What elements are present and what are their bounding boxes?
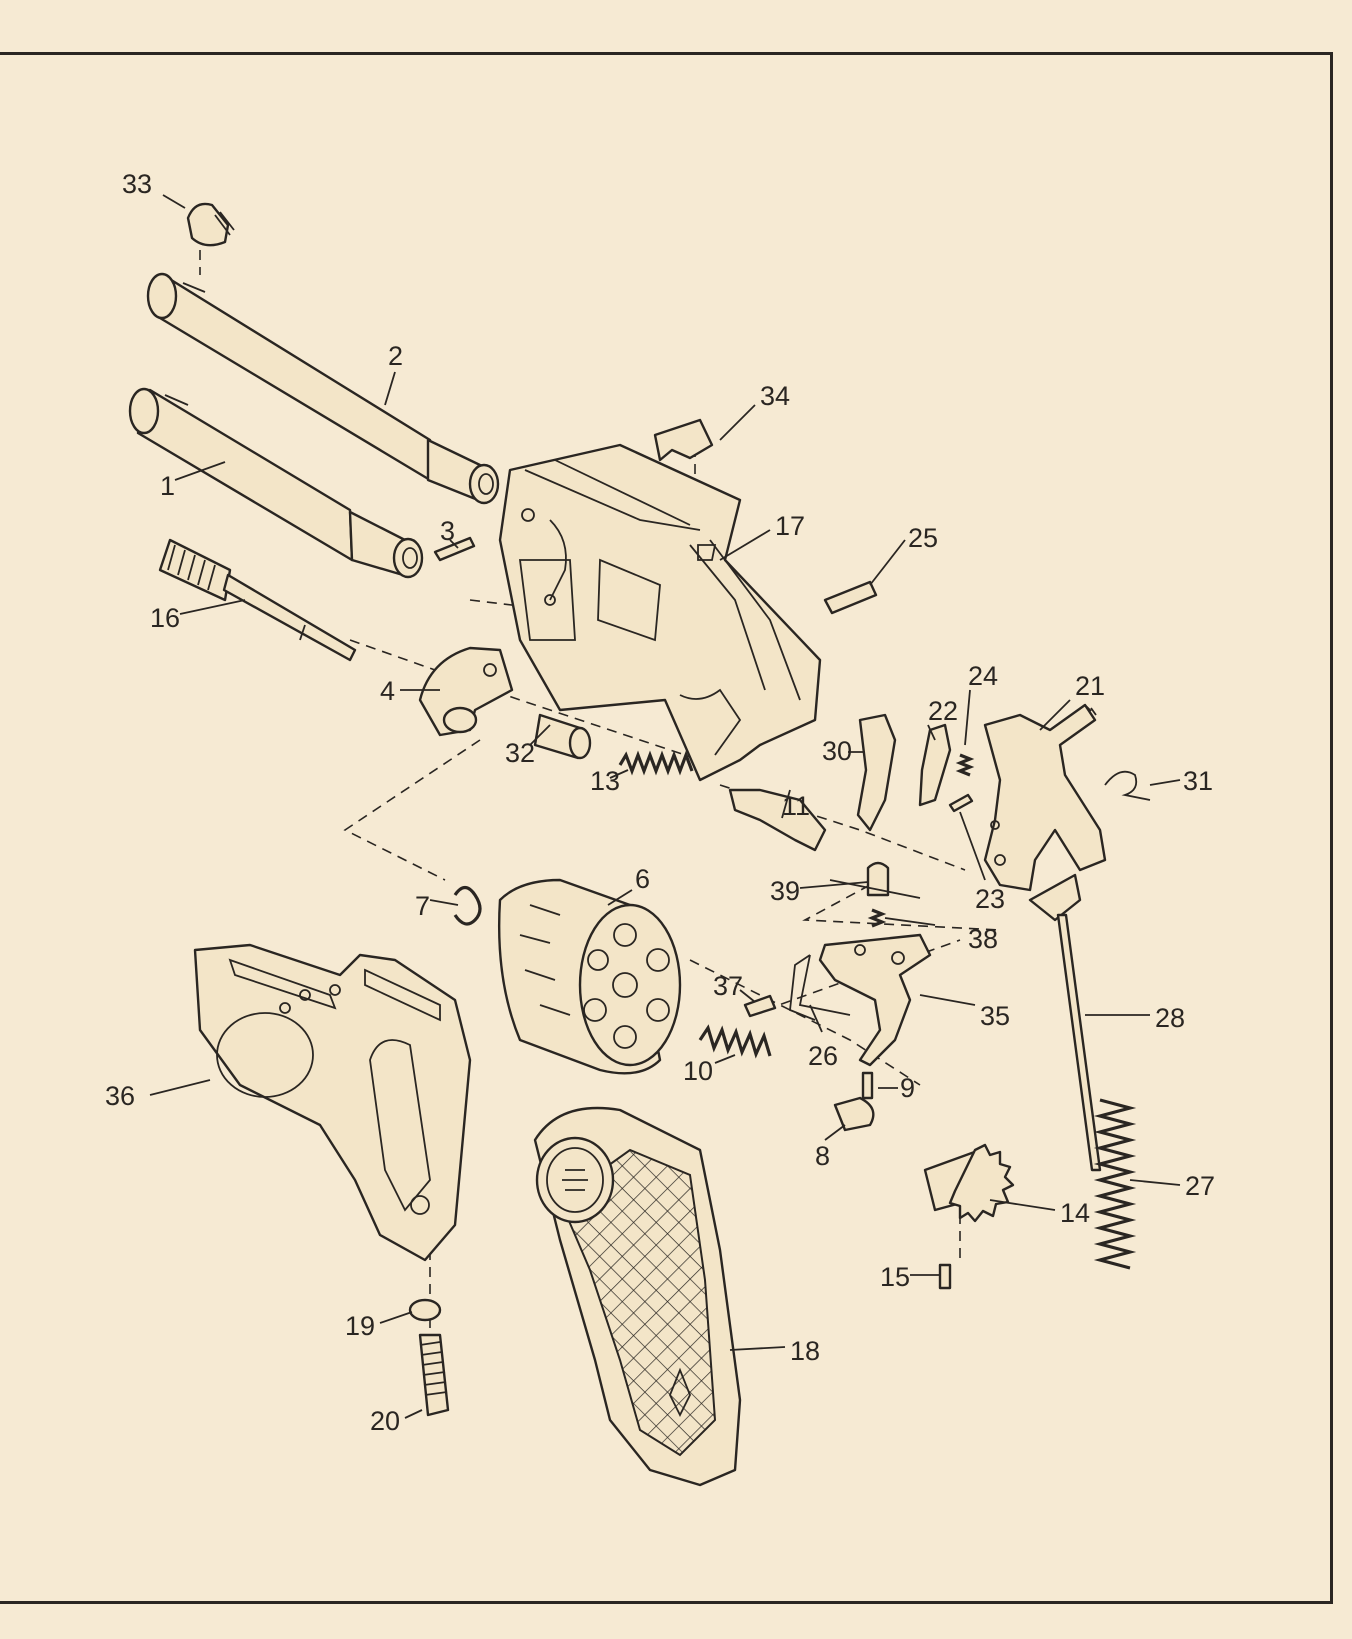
part-34-rear-sight (653, 418, 714, 462)
leaders (149, 194, 1181, 1419)
label-9: 9 (900, 1073, 915, 1103)
part-38-spring (867, 908, 887, 928)
label-30: 30 (822, 736, 852, 766)
part-31-spring (1104, 770, 1151, 801)
part-35-trigger (818, 933, 932, 1067)
part-16-ejector-rod (158, 538, 357, 662)
label-20: 20 (370, 1406, 400, 1436)
label-3: 3 (440, 516, 455, 546)
label-10: 10 (683, 1056, 713, 1086)
part-2-barrel (146, 272, 500, 505)
part-14-ratchet (923, 1143, 1015, 1223)
part-27-spring (1093, 1098, 1137, 1270)
part-18-grip-panel (533, 1106, 742, 1487)
part-15-pin (938, 1263, 952, 1290)
label-15: 15 (880, 1262, 910, 1292)
part-7-spring (453, 885, 482, 926)
part-36-grip-frame (193, 943, 472, 1262)
diagram-frame (0, 52, 1333, 1604)
part-17-frame (498, 443, 822, 782)
label-27: 27 (1185, 1171, 1215, 1201)
label-37: 37 (713, 971, 743, 1001)
part-13-spring (618, 750, 694, 776)
part-24-spring (955, 753, 975, 777)
part-28-rod (1028, 873, 1102, 1172)
label-22: 22 (928, 696, 958, 726)
part-10-spring (698, 1024, 772, 1059)
part-9-pin (861, 1071, 874, 1100)
label-26: 26 (808, 1041, 838, 1071)
part-19-washer (408, 1298, 442, 1322)
label-34: 34 (760, 381, 790, 411)
label-4: 4 (380, 676, 395, 706)
label-19: 19 (345, 1311, 375, 1341)
label-17: 17 (775, 511, 805, 541)
label-39: 39 (770, 876, 800, 906)
label-18: 18 (790, 1336, 820, 1366)
label-1: 1 (160, 471, 175, 501)
part-6-cylinder (497, 878, 682, 1075)
part-25-pin (823, 580, 878, 615)
label-32: 32 (505, 738, 535, 768)
part-11-latch (728, 788, 827, 852)
part-3-pin (433, 536, 476, 562)
label-28: 28 (1155, 1003, 1185, 1033)
part-23-pin (948, 793, 974, 813)
label-38: 38 (968, 924, 998, 954)
part-number-labels: 33 2 1 3 34 17 25 16 4 32 13 11 30 22 24… (105, 169, 1215, 1436)
part-21-hammer (983, 703, 1107, 892)
label-24: 24 (968, 661, 998, 691)
part-33-sight (186, 202, 235, 247)
part-39-plunger (866, 861, 890, 897)
part-4-hinge (418, 646, 514, 737)
label-8: 8 (815, 1141, 830, 1171)
label-36: 36 (105, 1081, 135, 1111)
label-2: 2 (388, 341, 403, 371)
part-22-stop (918, 723, 952, 807)
part-32-bushing (533, 713, 592, 760)
label-6: 6 (635, 864, 650, 894)
label-11: 11 (782, 791, 810, 821)
part-30-hand (856, 713, 897, 832)
part-37-pin (743, 994, 777, 1018)
label-13: 13 (590, 766, 620, 796)
label-25: 25 (908, 523, 938, 553)
label-35: 35 (980, 1001, 1010, 1031)
part-8-plunger (833, 1096, 875, 1132)
part-26-clip (789, 954, 851, 1021)
label-14: 14 (1060, 1198, 1090, 1228)
label-23: 23 (975, 884, 1005, 914)
part-20-screw (418, 1333, 450, 1417)
label-31: 31 (1183, 766, 1213, 796)
label-7: 7 (415, 891, 430, 921)
part-1-barrel (128, 387, 424, 579)
assembly-lines (199, 250, 1001, 1390)
label-16: 16 (150, 603, 180, 633)
label-33: 33 (122, 169, 152, 199)
label-21: 21 (1075, 671, 1105, 701)
